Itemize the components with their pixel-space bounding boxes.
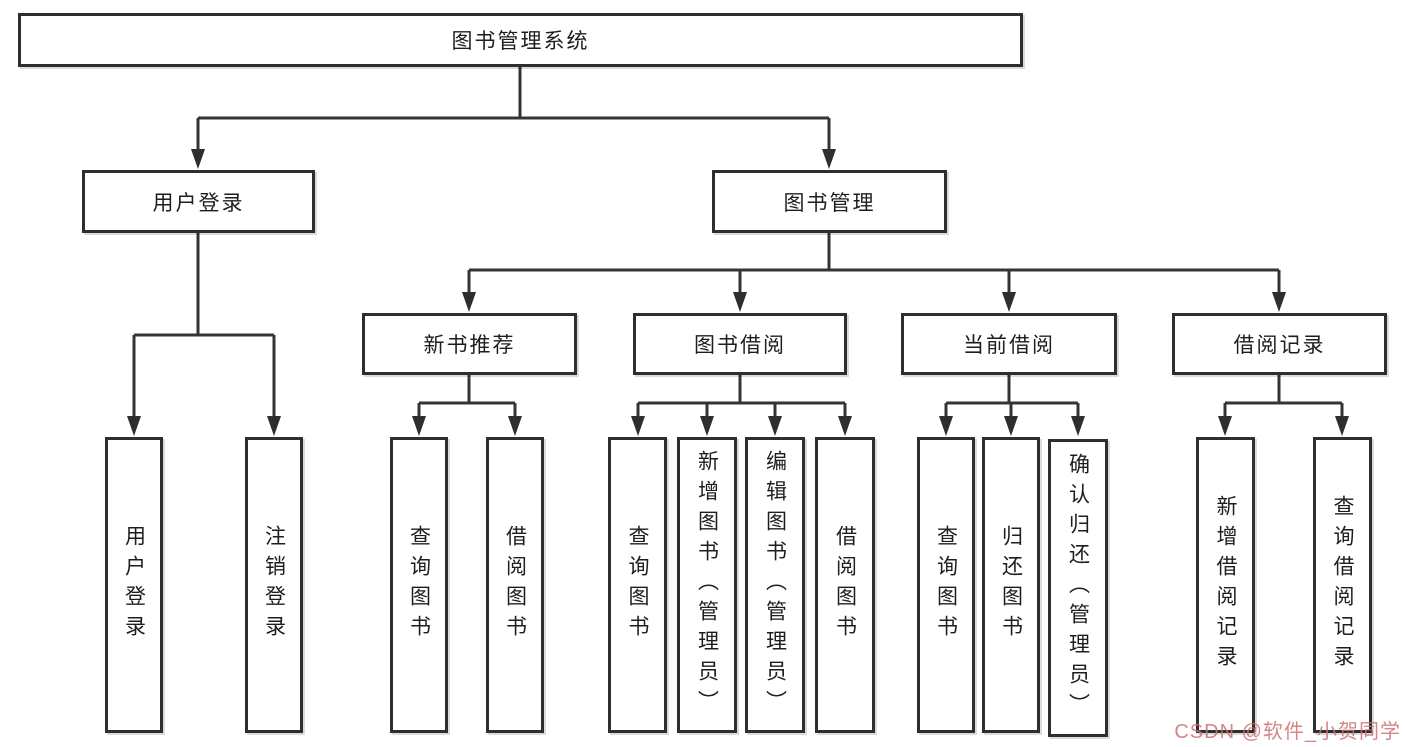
leaf-current-confirm-return-admin: 确认归还（管理员） bbox=[1048, 439, 1108, 737]
node-current-borrowing: 当前借阅 bbox=[901, 313, 1117, 375]
leaf-newbook-query-books: 查询图书 bbox=[390, 437, 448, 733]
node-book-management: 图书管理 bbox=[712, 170, 947, 233]
leaf-borrowing-query-books: 查询图书 bbox=[608, 437, 667, 733]
leaf-records-add-record: 新增借阅记录 bbox=[1196, 437, 1255, 733]
leaf-records-query-record: 查询借阅记录 bbox=[1313, 437, 1372, 733]
node-new-book-recommend: 新书推荐 bbox=[362, 313, 577, 375]
leaf-newbook-borrow-books: 借阅图书 bbox=[486, 437, 544, 733]
leaf-logout: 注销登录 bbox=[245, 437, 303, 733]
connector-paths bbox=[132, 67, 1344, 420]
node-borrowing-records: 借阅记录 bbox=[1172, 313, 1387, 375]
leaf-borrowing-borrow-books: 借阅图书 bbox=[815, 437, 875, 733]
watermark: CSDN @软件_小贺同学 bbox=[1174, 721, 1401, 743]
leaf-borrowing-add-books-admin: 新增图书（管理员） bbox=[677, 437, 737, 733]
connector-arrowheads bbox=[127, 149, 1349, 436]
leaf-current-return-books: 归还图书 bbox=[982, 437, 1040, 733]
node-user-login: 用户登录 bbox=[82, 170, 315, 233]
node-library-system: 图书管理系统 bbox=[18, 13, 1023, 67]
node-book-borrowing: 图书借阅 bbox=[633, 313, 847, 375]
leaf-current-query-books: 查询图书 bbox=[917, 437, 975, 733]
leaf-user-login: 用户登录 bbox=[105, 437, 163, 733]
leaf-borrowing-edit-books-admin: 编辑图书（管理员） bbox=[745, 437, 805, 733]
